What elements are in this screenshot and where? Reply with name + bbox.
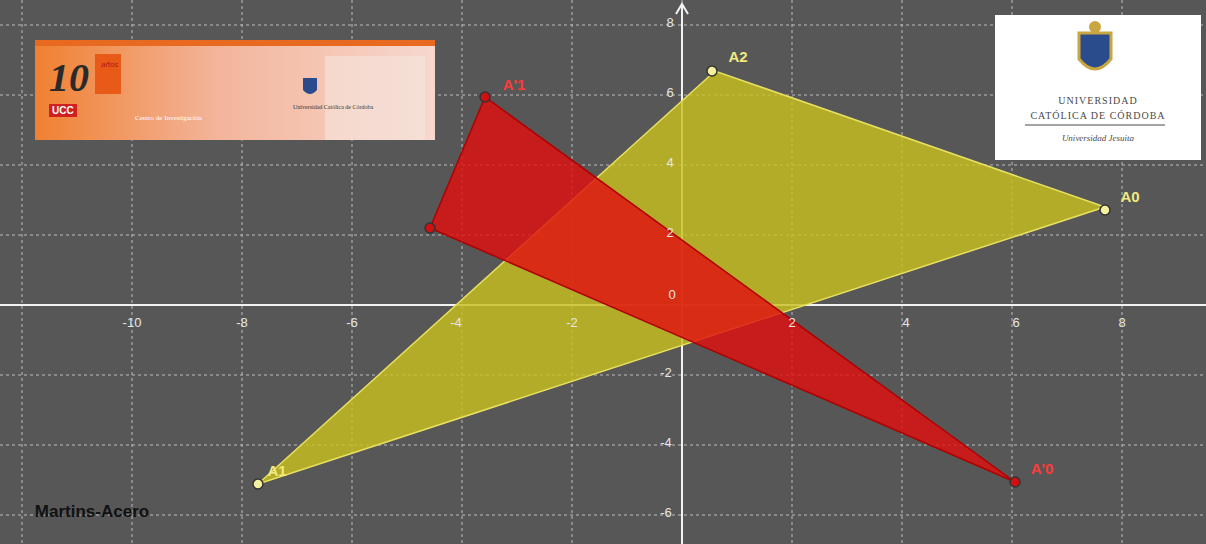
- tick-label: 6: [666, 85, 673, 100]
- point-label: A'0: [1031, 460, 1054, 477]
- logo-text: CATÓLICA DE CÓRDOBA: [995, 110, 1201, 121]
- banner-block: [95, 54, 121, 94]
- point: [253, 479, 263, 489]
- tick-label: 4: [902, 315, 909, 330]
- logo-text: Centro de Investigación: [135, 114, 202, 122]
- grid-line: [0, 445, 1206, 446]
- tick-label: 2: [666, 225, 673, 240]
- logo-text: Universidad Católica de Córdoba: [293, 104, 373, 110]
- point-label: A'1: [503, 76, 526, 93]
- point-label: A0: [1120, 188, 1139, 205]
- axis-arrow: [676, 4, 688, 14]
- logo-text: años: [101, 60, 118, 69]
- tick-label: -8: [236, 315, 248, 330]
- university-logo: UNIVERSIDAD CATÓLICA DE CÓRDOBA Universida…: [995, 15, 1201, 160]
- tick-label: -10: [123, 315, 142, 330]
- logo-text: UCC: [49, 104, 77, 117]
- crest-crown: [1089, 21, 1101, 33]
- grid-line: [0, 165, 1206, 166]
- tick-label: 6: [1012, 315, 1019, 330]
- tick-label: -2: [566, 315, 578, 330]
- point-label: A2: [728, 48, 747, 65]
- tick-label: 8: [666, 15, 673, 30]
- logo-text: 10: [49, 54, 89, 101]
- building-photo: [325, 56, 425, 140]
- grid-line: [462, 0, 463, 544]
- tick-label: -6: [660, 505, 672, 520]
- tick-label: 8: [1118, 315, 1125, 330]
- tick-label: -6: [346, 315, 358, 330]
- tick-label: -4: [660, 435, 672, 450]
- point: [425, 223, 435, 233]
- point: [707, 66, 717, 76]
- point: [480, 92, 490, 102]
- logo-banner: 10 añosUCC Centro de Investigación Universi…: [35, 40, 435, 140]
- crest: [303, 78, 317, 94]
- tick-label: -2: [660, 365, 672, 380]
- author-credit: Martins-Acero: [35, 502, 149, 522]
- point: [1100, 205, 1110, 215]
- logo-text: UNIVERSIDAD: [995, 95, 1201, 106]
- tick-label: -4: [450, 315, 462, 330]
- banner-art: [35, 46, 435, 140]
- grid-line: [0, 515, 1206, 516]
- tick-label: 4: [666, 155, 673, 170]
- logo-text: Universidad Jesuita: [995, 133, 1201, 143]
- point: [1010, 477, 1020, 487]
- grid-line: [22, 0, 23, 544]
- point-label: A1: [267, 462, 286, 479]
- triangle-a-prime: [430, 97, 1015, 482]
- tick-label: 2: [788, 315, 795, 330]
- crest: [1079, 33, 1111, 69]
- divider: [1025, 125, 1165, 126]
- tick-label: 0: [668, 287, 675, 302]
- grid-line: [0, 375, 1206, 376]
